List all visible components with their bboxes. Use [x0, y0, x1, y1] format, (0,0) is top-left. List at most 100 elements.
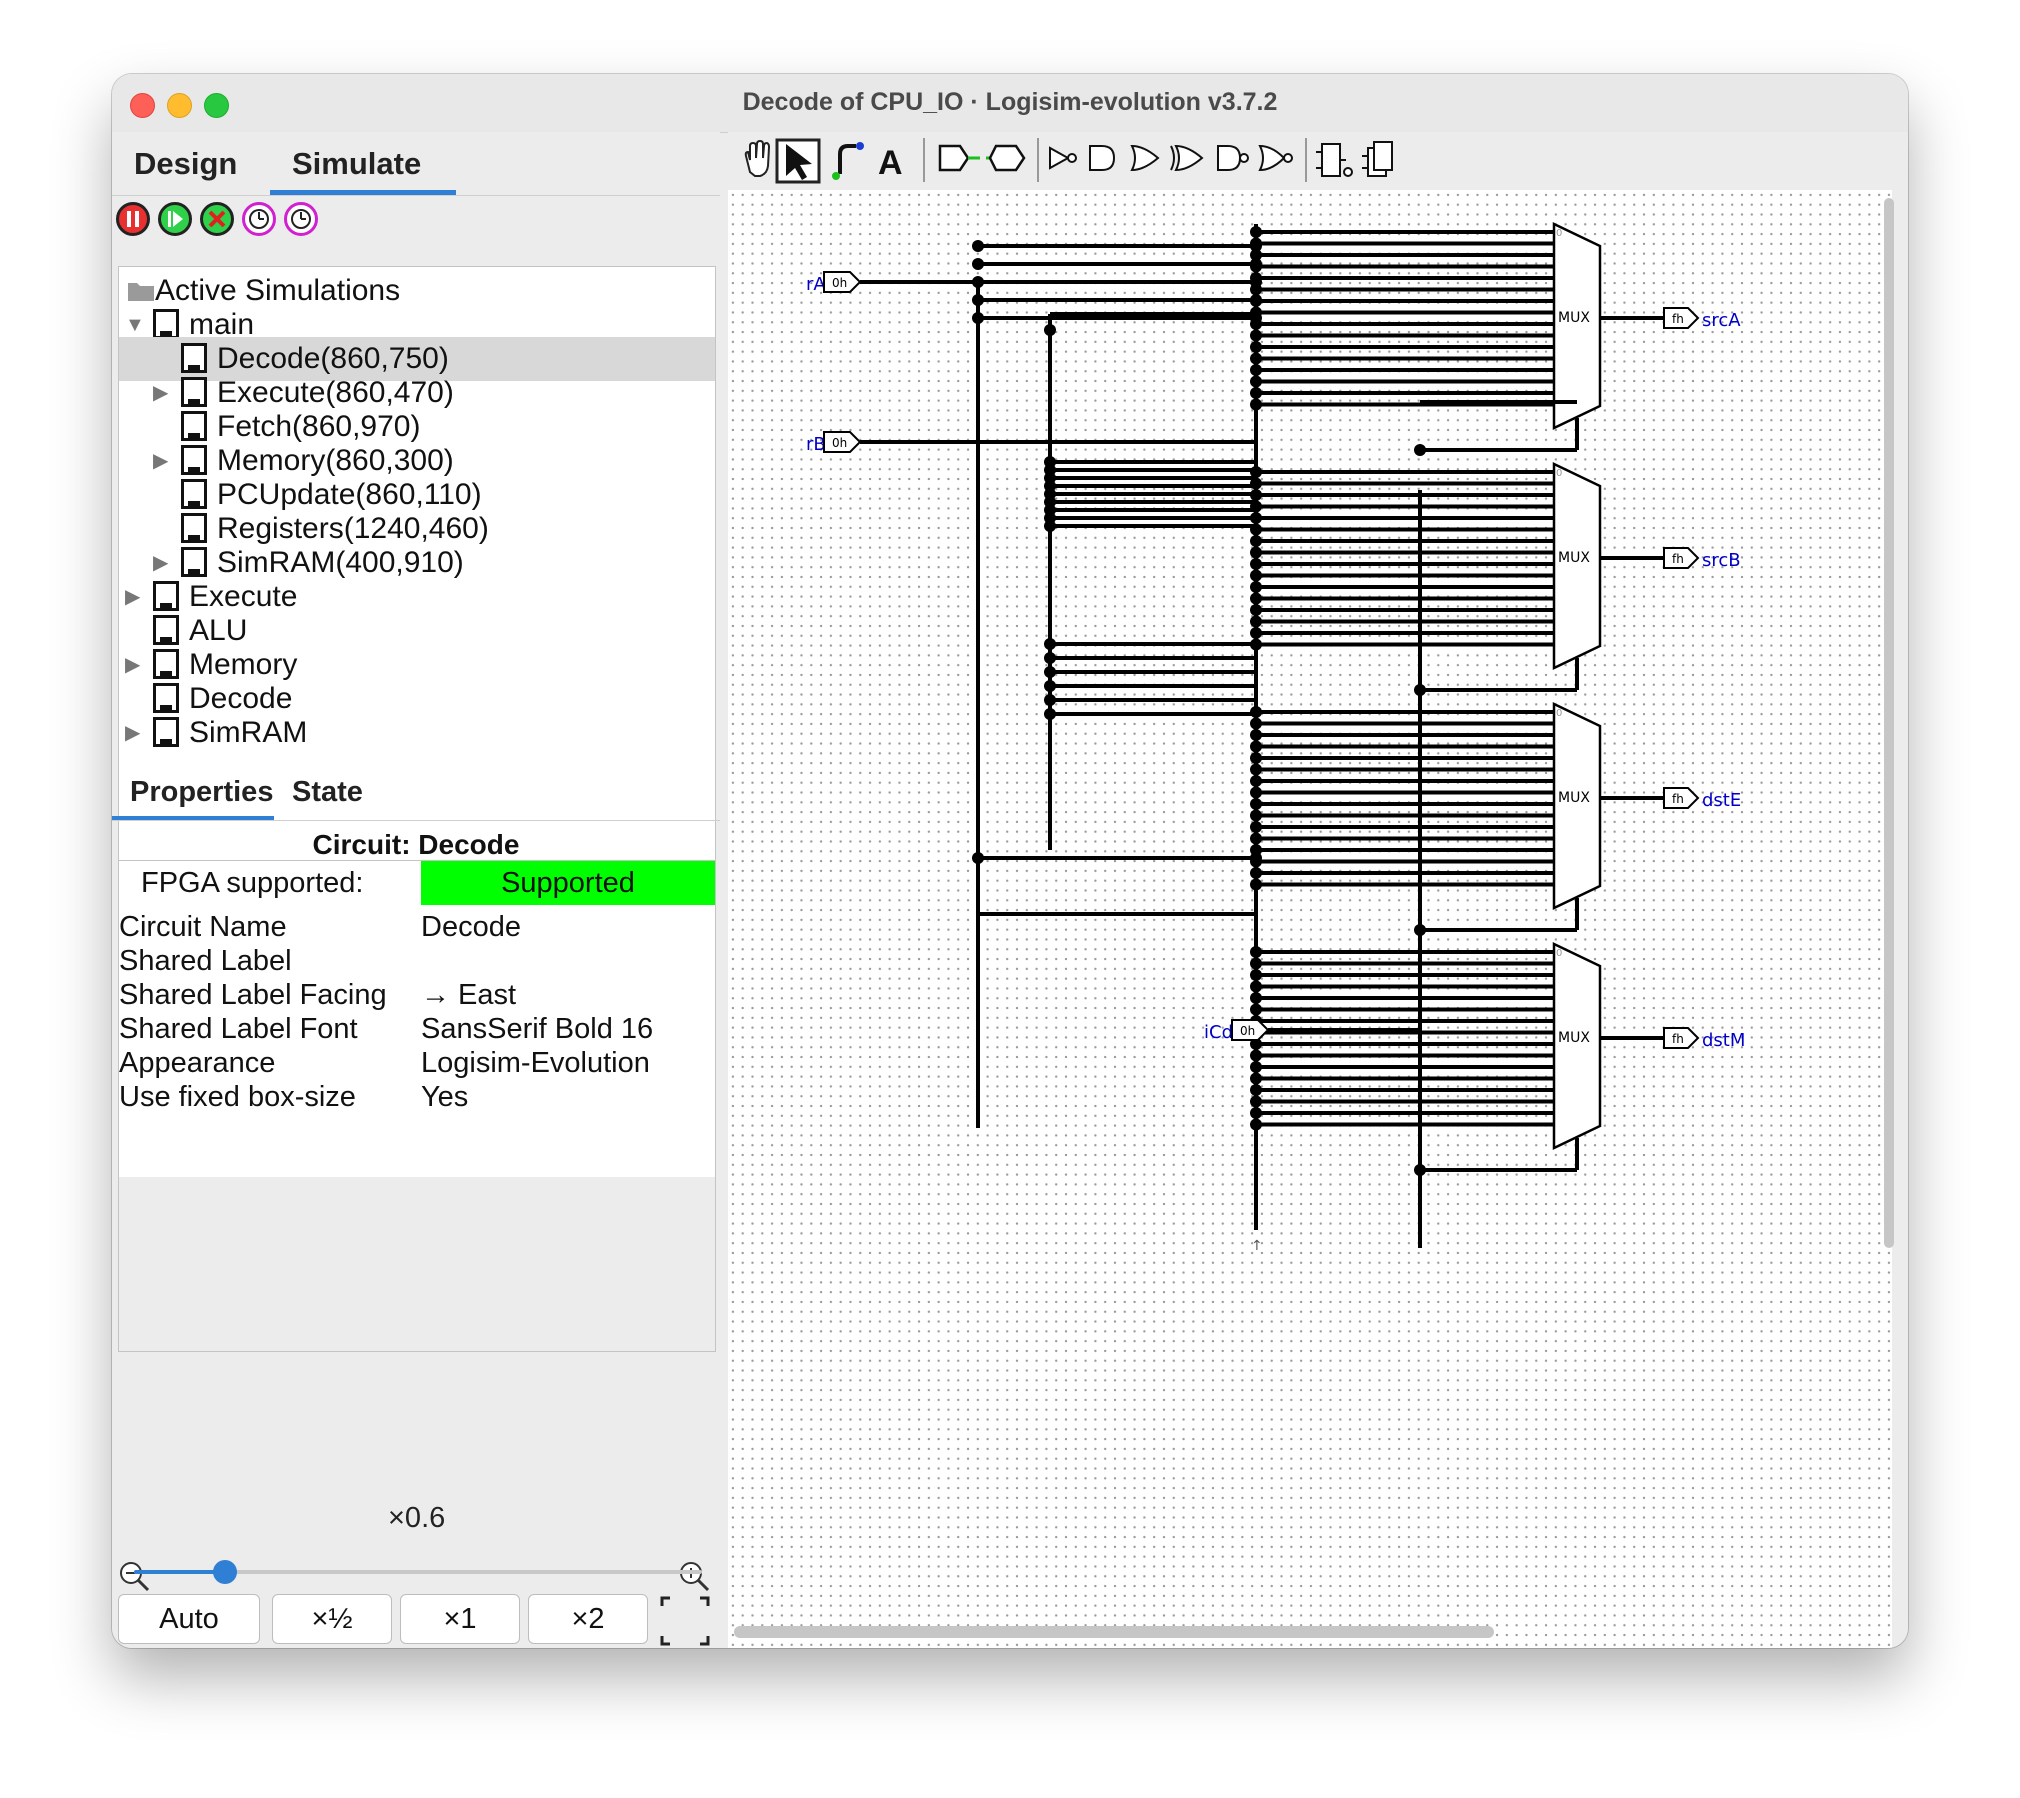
not-gate-icon[interactable]	[1049, 146, 1077, 170]
prop-key: Shared Label Facing	[119, 979, 387, 1011]
tree-item-subcircuit[interactable]: PCUpdate(860,110)	[119, 473, 715, 517]
tab-design[interactable]: Design	[134, 146, 238, 181]
minimize-button[interactable]	[167, 93, 192, 118]
reset-simulation-button[interactable]	[200, 202, 234, 236]
add-circuit-icon[interactable]	[1316, 143, 1353, 177]
wire-junction	[1250, 1061, 1262, 1073]
wire-junction	[1250, 558, 1262, 570]
wire-junction	[1250, 867, 1262, 879]
tree-item-label: Decode	[189, 682, 293, 715]
tree-item-subcircuit[interactable]: Fetch(860,970)	[119, 405, 715, 449]
nor-gate-icon[interactable]	[1258, 144, 1293, 172]
collapsed-triangle-icon[interactable]: ▶	[153, 382, 169, 404]
stop-simulation-button[interactable]	[116, 202, 150, 236]
zoom-two-button[interactable]: ×2	[528, 1594, 648, 1644]
or-gate-icon[interactable]	[1130, 144, 1160, 172]
tree-item-circuit[interactable]: ▶Memory	[119, 643, 715, 687]
tab-state[interactable]: State	[292, 776, 363, 808]
wire-junction	[1250, 740, 1262, 753]
prop-value[interactable]: Logisim-Evolution	[421, 1047, 650, 1079]
wire-junction	[972, 276, 984, 288]
collapsed-triangle-icon[interactable]: ▶	[125, 654, 141, 676]
zoom-one-button[interactable]: ×1	[400, 1594, 520, 1644]
nand-gate-icon[interactable]	[1217, 145, 1249, 171]
tree-item-circuit[interactable]: ALU	[119, 609, 715, 653]
vertical-scrollbar[interactable]	[1884, 198, 1894, 1248]
collapsed-triangle-icon[interactable]: ▶	[153, 552, 169, 574]
wire-junction	[1414, 684, 1426, 696]
tree-item-subcircuit[interactable]: ▶Memory(860,300)	[119, 439, 715, 483]
prop-key: Shared Label	[119, 945, 292, 977]
prop-value[interactable]: Decode	[421, 911, 521, 943]
input-pin-label: iCd	[1204, 1022, 1233, 1043]
step-simulation-button[interactable]	[158, 202, 192, 236]
tree-item-subcircuit[interactable]: ▶SimRAM(400,910)	[119, 541, 715, 585]
wire-junction	[1250, 375, 1262, 388]
tree-root[interactable]: Active Simulations	[119, 269, 715, 313]
zoom-out-icon[interactable]	[118, 1560, 152, 1594]
zoom-slider-track[interactable]	[134, 1570, 702, 1574]
text-tool-icon[interactable]: A	[878, 144, 903, 182]
zoom-half-button[interactable]: ×½	[272, 1594, 392, 1644]
horizontal-scrollbar[interactable]	[734, 1626, 1494, 1638]
circuit-chip-icon	[181, 445, 207, 475]
and-gate-icon[interactable]	[1089, 145, 1116, 171]
circuit-appearance-icon[interactable]	[1362, 141, 1393, 177]
zoom-in-icon[interactable]	[678, 1560, 712, 1594]
tree-item-subcircuit[interactable]: Decode(860,750)	[119, 337, 715, 381]
prop-value[interactable]: → East	[421, 979, 517, 1011]
multiplexer	[1552, 702, 1602, 910]
prop-row[interactable]: Shared Label Facing → East	[119, 973, 715, 1017]
wire-junction	[1250, 969, 1262, 981]
tree-item-circuit[interactable]: ▶SimRAM	[119, 711, 715, 755]
tree-item-subcircuit[interactable]: ▶Execute(860,470)	[119, 371, 715, 415]
collapsed-triangle-icon[interactable]: ▶	[125, 722, 141, 744]
tab-properties[interactable]: Properties	[130, 776, 274, 808]
wire-junction	[1250, 763, 1262, 776]
xor-gate-icon[interactable]	[1170, 144, 1204, 172]
expanded-triangle-icon[interactable]: ▼	[125, 314, 145, 336]
zoom-auto-button[interactable]: Auto	[118, 1594, 260, 1644]
output-pin	[1663, 547, 1700, 569]
wire-junction	[1250, 1049, 1262, 1062]
input-pin-icon[interactable]	[938, 144, 980, 172]
prop-row[interactable]: Shared Label	[119, 939, 715, 983]
prop-value[interactable]: Yes	[421, 1081, 469, 1113]
tree-item-circuit[interactable]: ▶Execute	[119, 575, 715, 619]
wire-junction	[1250, 980, 1262, 993]
circuit-chip-icon	[153, 581, 179, 611]
collapsed-triangle-icon[interactable]: ▶	[153, 450, 169, 472]
wiring-tool-icon[interactable]	[832, 142, 864, 180]
circuit-chip-icon	[181, 547, 207, 577]
select-tool-icon[interactable]	[775, 138, 821, 184]
zoom-slider-handle[interactable]	[213, 1560, 237, 1584]
wire-junction	[1250, 546, 1262, 559]
tree-item-subcircuit[interactable]: Registers(1240,460)	[119, 507, 715, 551]
wire-junction	[1250, 535, 1262, 547]
prop-tab-divider	[112, 820, 720, 821]
pause-icon	[127, 211, 139, 227]
zoom-button[interactable]	[204, 93, 229, 118]
mux-input-index: 0	[1556, 468, 1562, 479]
close-button[interactable]	[130, 93, 155, 118]
fit-to-window-icon[interactable]	[660, 1596, 710, 1646]
wire-junction	[1250, 387, 1262, 399]
wire-junction	[1250, 364, 1262, 376]
tree-item-circuit[interactable]: Decode	[119, 677, 715, 721]
tick-once-button[interactable]	[242, 202, 276, 236]
tick-enable-button[interactable]	[284, 202, 318, 236]
poke-tool-icon[interactable]	[744, 139, 771, 177]
output-pin-icon[interactable]	[986, 144, 1026, 172]
prop-value[interactable]: SansSerif Bold 16	[421, 1013, 654, 1045]
wire-junction	[1414, 924, 1426, 936]
tab-simulate[interactable]: Simulate	[292, 146, 422, 181]
zoom-slider-fill	[134, 1570, 225, 1574]
collapsed-triangle-icon[interactable]: ▶	[125, 586, 141, 608]
input-pin	[823, 431, 862, 453]
